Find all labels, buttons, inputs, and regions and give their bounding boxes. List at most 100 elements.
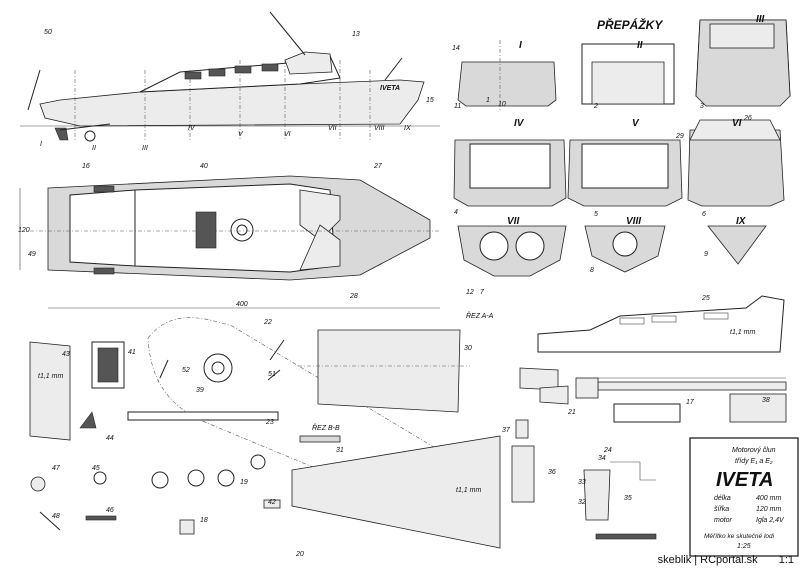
part-number: 36 <box>548 469 556 476</box>
part-number: 50 <box>44 29 52 36</box>
section-mark-5: V <box>238 131 244 138</box>
bulkhead-label-9: IX <box>736 216 747 227</box>
section-mark-1: I <box>40 141 42 148</box>
part-number: 30 <box>464 345 472 352</box>
part-number: 1 <box>486 97 490 104</box>
scale-value: 1:25 <box>737 543 751 550</box>
spec-label-length: délka <box>714 495 731 502</box>
cut-aa-label: ŘEZ A-A <box>466 311 494 320</box>
footer-credit: skeblik | RCportal.sk <box>657 554 758 566</box>
spec-label-motor: motor <box>714 517 733 524</box>
bulkhead-label-3: III <box>756 14 765 25</box>
part-number: 28 <box>349 293 358 300</box>
bulkhead-label-2: II <box>637 40 643 51</box>
info-line1: Motorový člun <box>732 447 776 454</box>
section-mark-6: VI <box>284 131 291 138</box>
part-number: 6 <box>702 211 706 218</box>
bulkhead-label-6: VI <box>732 118 742 129</box>
part-number: 18 <box>200 517 208 524</box>
part-number: 14 <box>452 45 460 52</box>
part-number: 20 <box>295 551 304 558</box>
part-number: 13 <box>352 31 360 38</box>
section-mark-9: IX <box>404 125 411 132</box>
part-number: 8 <box>590 267 594 274</box>
thickness-label-2: t1,1 mm <box>38 373 63 380</box>
part-callouts: 1 2 3 4 5 6 7 8 9 10 11 12 13 14 15 16 1… <box>28 29 770 558</box>
part-number: 41 <box>128 349 136 356</box>
hull-name-text: IVETA <box>380 85 400 92</box>
bulkheads: PŘEPÁŽKY I II III IV V VI VII VIII <box>453 14 791 277</box>
section-mark-7: VII <box>328 125 337 132</box>
part-number: 49 <box>28 251 36 258</box>
spec-value-motor: Igla 2,4V <box>756 517 785 524</box>
lower-parts <box>29 295 787 549</box>
hull-section-marks: I II III IV V VI VII VIII IX <box>40 125 411 152</box>
bulkheads-title: PŘEPÁŽKY <box>597 17 663 32</box>
section-mark-4: IV <box>188 125 196 132</box>
bulkhead-label-1: I <box>519 40 522 51</box>
thickness-label-1: t1,1 mm <box>730 329 755 336</box>
spec-label-width: šířka <box>714 506 729 513</box>
part-number: 48 <box>52 513 60 520</box>
part-number: 35 <box>624 495 632 502</box>
section-labels: ŘEZ A-A ŘEZ B-B t1,1 mm t1,1 mm t1,1 mm … <box>18 227 755 494</box>
part-number: 29 <box>675 133 684 140</box>
part-number: 19 <box>240 479 248 486</box>
part-number: 47 <box>52 465 61 472</box>
deck-plan-view: 400 <box>19 175 440 309</box>
part-number: 17 <box>686 399 695 406</box>
thickness-label-3: t1,1 mm <box>456 487 481 494</box>
part-number: 23 <box>265 419 274 426</box>
bulkhead-label-4: IV <box>514 118 525 129</box>
part-number: 10 <box>498 101 506 108</box>
spec-value-width: 120 mm <box>756 506 781 513</box>
side-profile: IVETA <box>20 11 440 142</box>
part-number: 4 <box>454 209 458 216</box>
part-number: 31 <box>336 447 344 454</box>
bulkhead-label-7: VII <box>507 216 519 227</box>
info-line2: třídy E₁ a E₂ <box>735 458 773 465</box>
part-number: 21 <box>567 409 576 416</box>
part-number: 43 <box>62 351 70 358</box>
part-number: 26 <box>743 115 752 122</box>
part-number: 44 <box>106 435 114 442</box>
part-number: 42 <box>268 499 276 506</box>
info-boat-name: IVETA <box>716 469 773 491</box>
part-number: 25 <box>701 295 710 302</box>
deck-width-label: 120 <box>18 227 30 234</box>
part-number: 11 <box>454 103 461 110</box>
part-number: 24 <box>603 447 612 454</box>
section-mark-2: II <box>92 145 96 152</box>
part-number: 32 <box>578 499 586 506</box>
part-number: 45 <box>92 465 100 472</box>
part-number: 52 <box>182 367 190 374</box>
part-number: 33 <box>578 479 586 486</box>
part-number: 38 <box>762 397 770 404</box>
footer-scale: 1:1 <box>778 554 794 566</box>
cut-bb-label: ŘEZ B-B <box>312 423 340 432</box>
part-number: 40 <box>200 163 208 170</box>
section-mark-3: III <box>142 145 148 152</box>
part-number: 34 <box>598 455 606 462</box>
part-number: 39 <box>196 387 204 394</box>
footer: skeblik | RCportal.sk 1:1 <box>658 554 794 566</box>
part-number: 15 <box>426 97 434 104</box>
overall-length-label: 400 <box>236 301 248 308</box>
part-number: 9 <box>704 251 708 258</box>
part-number: 16 <box>82 163 90 170</box>
part-number: 37 <box>502 427 511 434</box>
part-number: 5 <box>594 211 598 218</box>
part-number: 27 <box>373 163 383 170</box>
scale-note: Měřítko ke skutečné lodi <box>704 533 775 540</box>
part-number: 51 <box>268 371 276 378</box>
bulkhead-label-8: VIII <box>626 216 641 227</box>
bulkhead-label-5: V <box>632 118 640 129</box>
part-number: 46 <box>106 507 114 514</box>
part-number: 7 <box>480 289 485 296</box>
info-box: Motorový člun třídy E₁ a E₂ IVETA délka … <box>689 437 799 557</box>
part-number: 2 <box>593 103 598 110</box>
spec-value-length: 400 mm <box>756 495 781 502</box>
part-number: 22 <box>263 319 272 326</box>
section-mark-8: VIII <box>374 125 385 132</box>
